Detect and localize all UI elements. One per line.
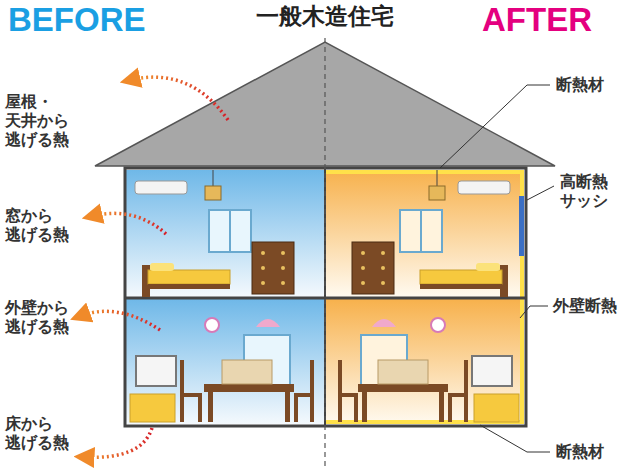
television [136, 356, 176, 386]
cabinet [474, 394, 519, 422]
chair [450, 360, 466, 422]
heat-loss-label: 窓から 逃げる熱 [5, 206, 69, 244]
heat-loss-label: 外壁から 逃げる熱 [5, 298, 69, 336]
before-heading: BEFORE [8, 0, 146, 40]
partition [324, 168, 326, 426]
insulation-label: 断熱材 [556, 75, 604, 94]
window [400, 210, 442, 252]
clock [431, 318, 445, 332]
pendant-lamp [372, 319, 396, 327]
high-insulation-sash [519, 196, 524, 256]
room-cold [126, 170, 325, 297]
house-wall [125, 168, 526, 426]
chair [182, 360, 200, 422]
clock [205, 318, 219, 332]
leader-lines [440, 85, 554, 452]
diagram-title: 一般木造住宅 [256, 3, 394, 31]
television [472, 356, 512, 386]
lamp [429, 186, 445, 200]
insulation-label: 断熱材 [556, 442, 604, 461]
heat-loss-label: 床から 逃げる熱 [5, 414, 69, 452]
after-heading: AFTER [482, 0, 592, 40]
air-conditioner [135, 181, 187, 194]
chair [340, 360, 356, 422]
dresser [352, 242, 394, 294]
table [204, 384, 294, 392]
cabinet [130, 394, 175, 422]
room-warm [325, 170, 524, 297]
room-cold [126, 299, 325, 424]
sash-label: 高断熱 サッシ [560, 172, 608, 210]
lamp [205, 186, 221, 200]
heat-loss-arrows [80, 77, 228, 457]
window [209, 210, 251, 252]
chair [296, 360, 312, 422]
before-after-divider [324, 38, 325, 470]
wall-insulation-label: 外壁断熱 [553, 296, 617, 315]
pendant-lamp [256, 319, 280, 327]
heat-loss-label: 屋根・天井から 逃げる熱 [5, 92, 69, 150]
air-conditioner [458, 181, 510, 194]
dresser [252, 242, 294, 294]
room-warm [325, 299, 524, 424]
table [358, 384, 448, 392]
